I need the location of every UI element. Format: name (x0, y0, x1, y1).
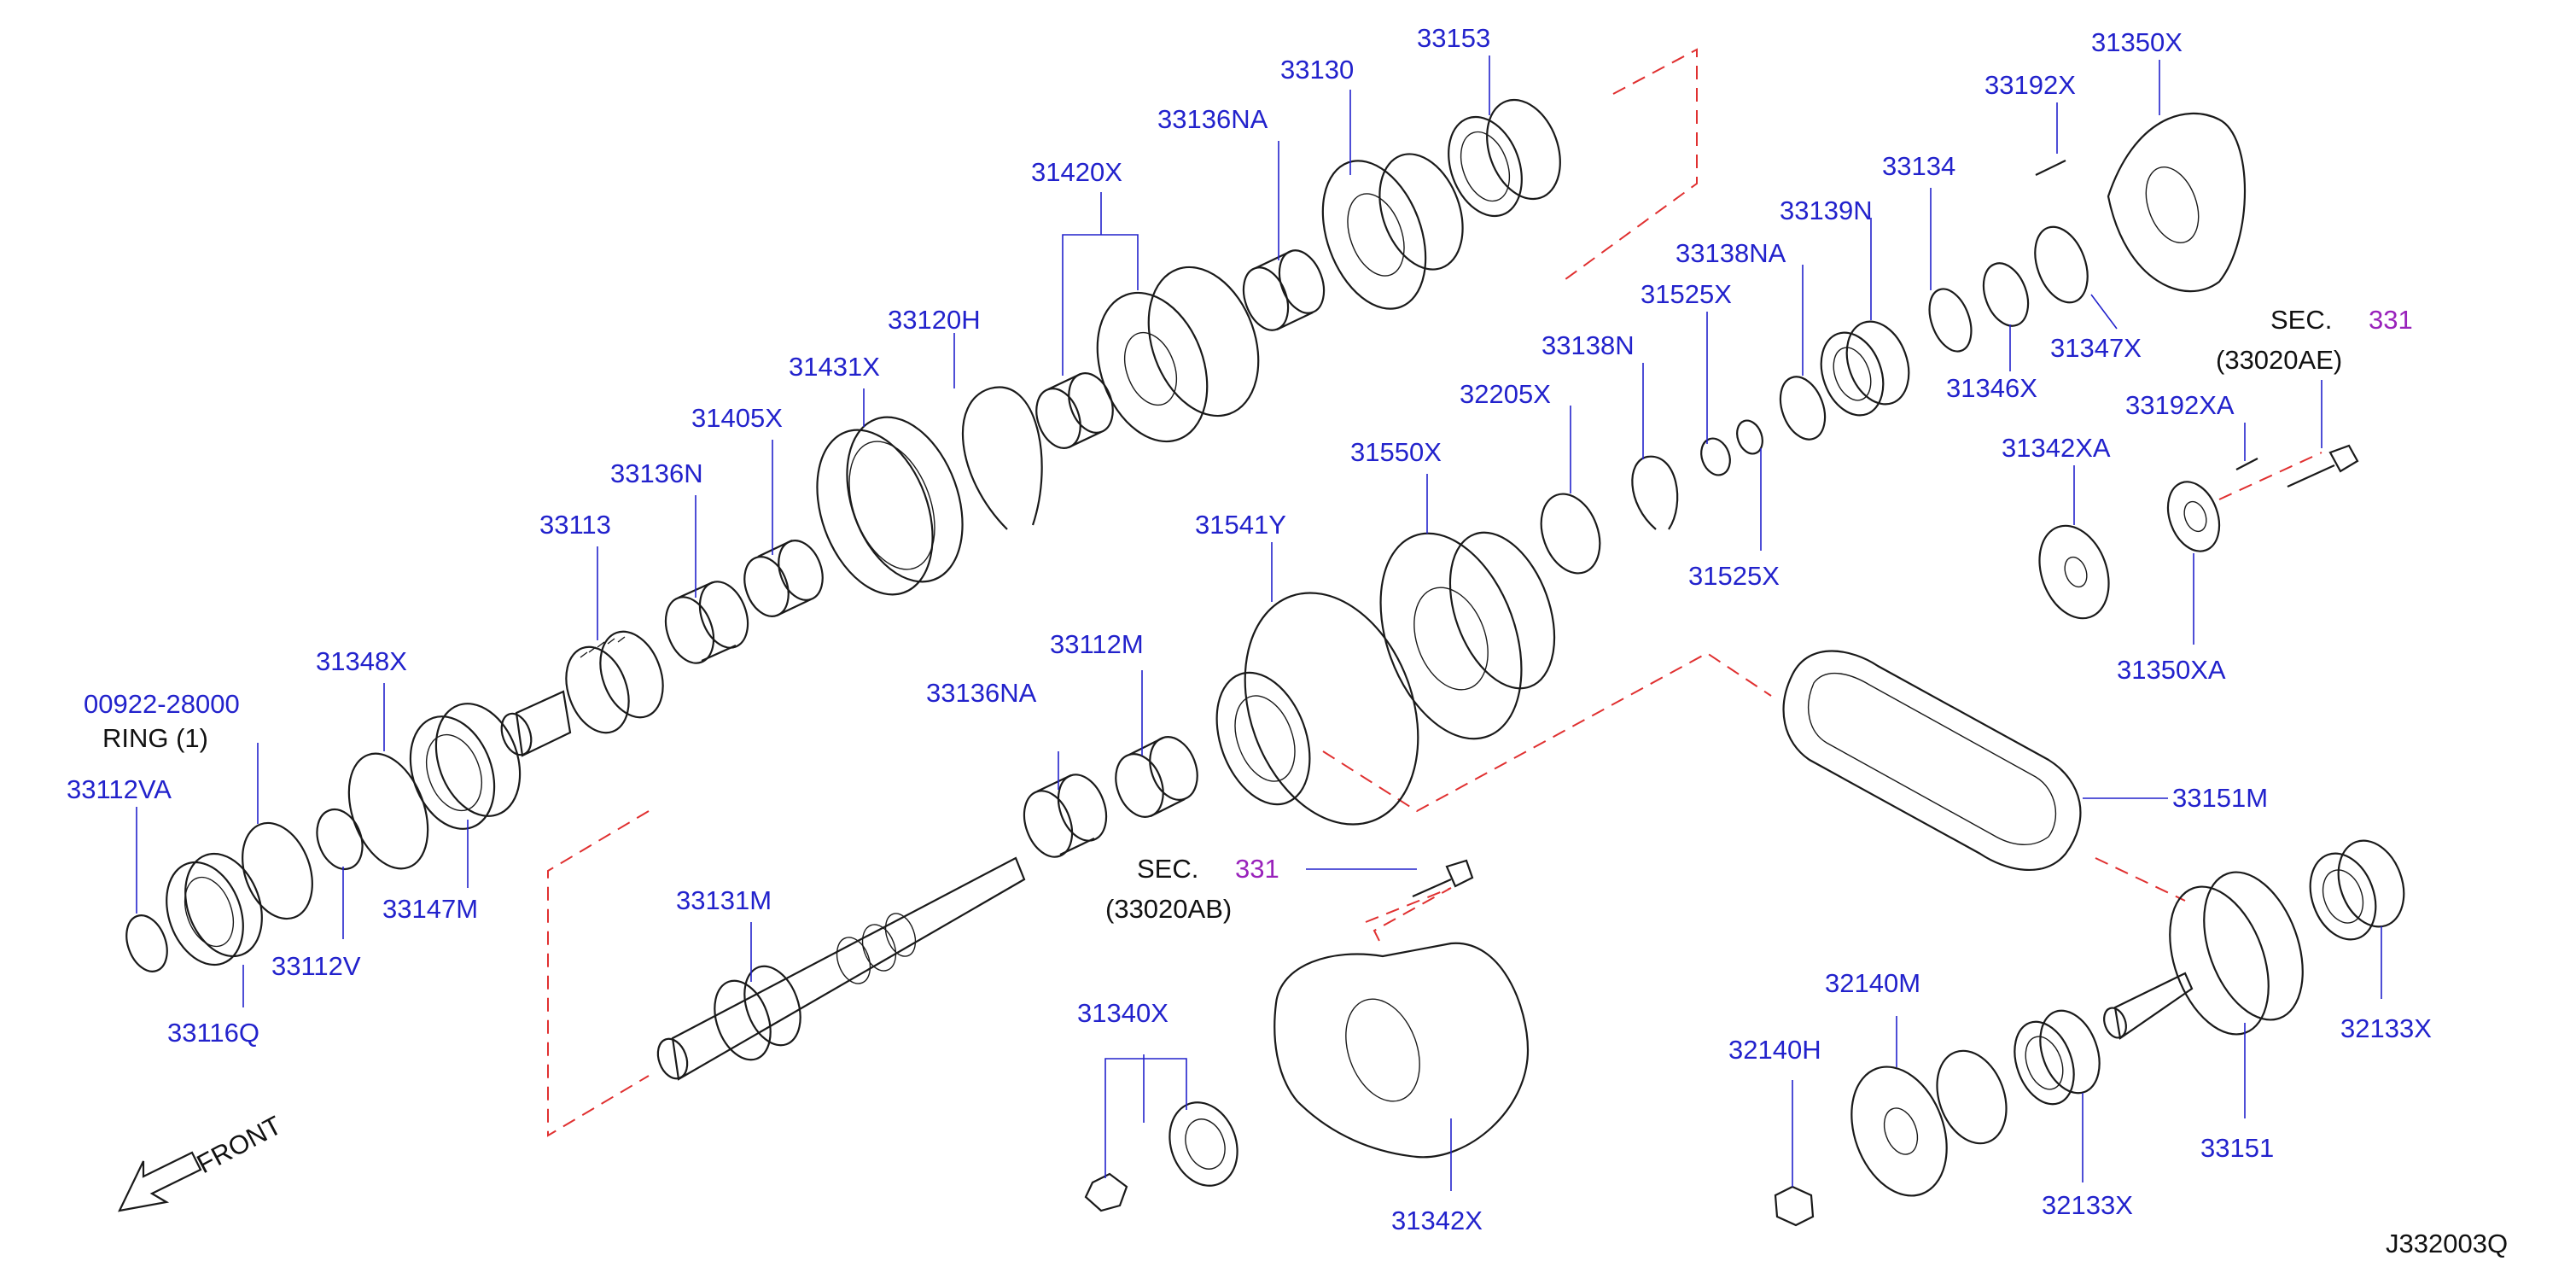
label-33116Q: 33116Q (167, 1018, 259, 1048)
label-32133X-lower: 32133X (2042, 1190, 2133, 1220)
label-33112V: 33112V (271, 951, 361, 981)
label-sec-upper: SEC. (2270, 305, 2332, 335)
label-33113: 33113 (539, 510, 611, 540)
label-31347X: 31347X (2050, 333, 2142, 363)
front-label: FRONT (192, 1110, 287, 1179)
label-33134: 33134 (1882, 151, 1955, 181)
label-31431X: 31431X (789, 352, 880, 382)
label-32205X: 32205X (1460, 379, 1551, 409)
label-33153: 33153 (1417, 23, 1490, 53)
label-33112M: 33112M (1050, 629, 1144, 659)
label-32140H: 32140H (1728, 1035, 1821, 1065)
label-31346X: 31346X (1946, 373, 2037, 403)
label-sec-mid: SEC. (1137, 854, 1198, 884)
label-31340X: 31340X (1077, 998, 1169, 1028)
label-31405X: 31405X (691, 403, 783, 433)
label-31550X: 31550X (1350, 437, 1442, 467)
label-33138N: 33138N (1542, 330, 1635, 360)
assembly-guide-lines (547, 48, 2322, 1137)
front-arrow-icon (118, 1151, 202, 1212)
front-indicator: FRONT (118, 1110, 287, 1212)
label-31342XA: 31342XA (2002, 433, 2111, 463)
label-33147M: 33147M (382, 894, 478, 924)
label-33136NA-top: 33136NA (1157, 104, 1268, 134)
part-labels: 00922-28000 RING (1) 33112VA 33116Q 3311… (67, 23, 2432, 1235)
part-drawings (125, 98, 2405, 1227)
label-31350X: 31350X (2091, 27, 2183, 57)
label-33120H: 33120H (888, 305, 981, 335)
label-31541Y: 31541Y (1195, 510, 1286, 540)
label-33112VA: 33112VA (67, 774, 172, 804)
label-33136NA-mid: 33136NA (926, 678, 1037, 708)
label-33192XA: 33192XA (2125, 390, 2235, 420)
label-32133X-upper: 32133X (2340, 1013, 2432, 1043)
label-31525X-top: 31525X (1641, 279, 1732, 309)
label-31420X: 31420X (1031, 157, 1122, 187)
label-31350XA: 31350XA (2117, 655, 2226, 685)
label-sec-ref-ab: (33020AB) (1105, 894, 1232, 924)
leader-lines (136, 55, 2382, 1191)
label-33151: 33151 (2200, 1133, 2274, 1163)
label-33138NA: 33138NA (1676, 238, 1786, 268)
label-33139N: 33139N (1780, 196, 1873, 225)
label-33131M: 33131M (676, 885, 772, 915)
label-33151M: 33151M (2172, 783, 2268, 813)
label-31348X: 31348X (316, 646, 407, 676)
label-sec-ref-ae: (33020AE) (2216, 345, 2342, 375)
label-sec-mid-number: 331 (1235, 854, 1279, 884)
label-33130: 33130 (1280, 55, 1354, 85)
diagram-id: J332003Q (2386, 1229, 2508, 1258)
label-33192X: 33192X (1984, 70, 2076, 100)
label-ring-note: RING (1) (102, 723, 208, 753)
label-31525X-bot: 31525X (1688, 561, 1780, 591)
label-32140M: 32140M (1825, 968, 1920, 998)
label-33136N: 33136N (610, 458, 703, 488)
label-31342X: 31342X (1391, 1206, 1483, 1235)
label-sec-upper-number: 331 (2369, 305, 2413, 335)
label-00922-28000: 00922-28000 (84, 689, 240, 719)
